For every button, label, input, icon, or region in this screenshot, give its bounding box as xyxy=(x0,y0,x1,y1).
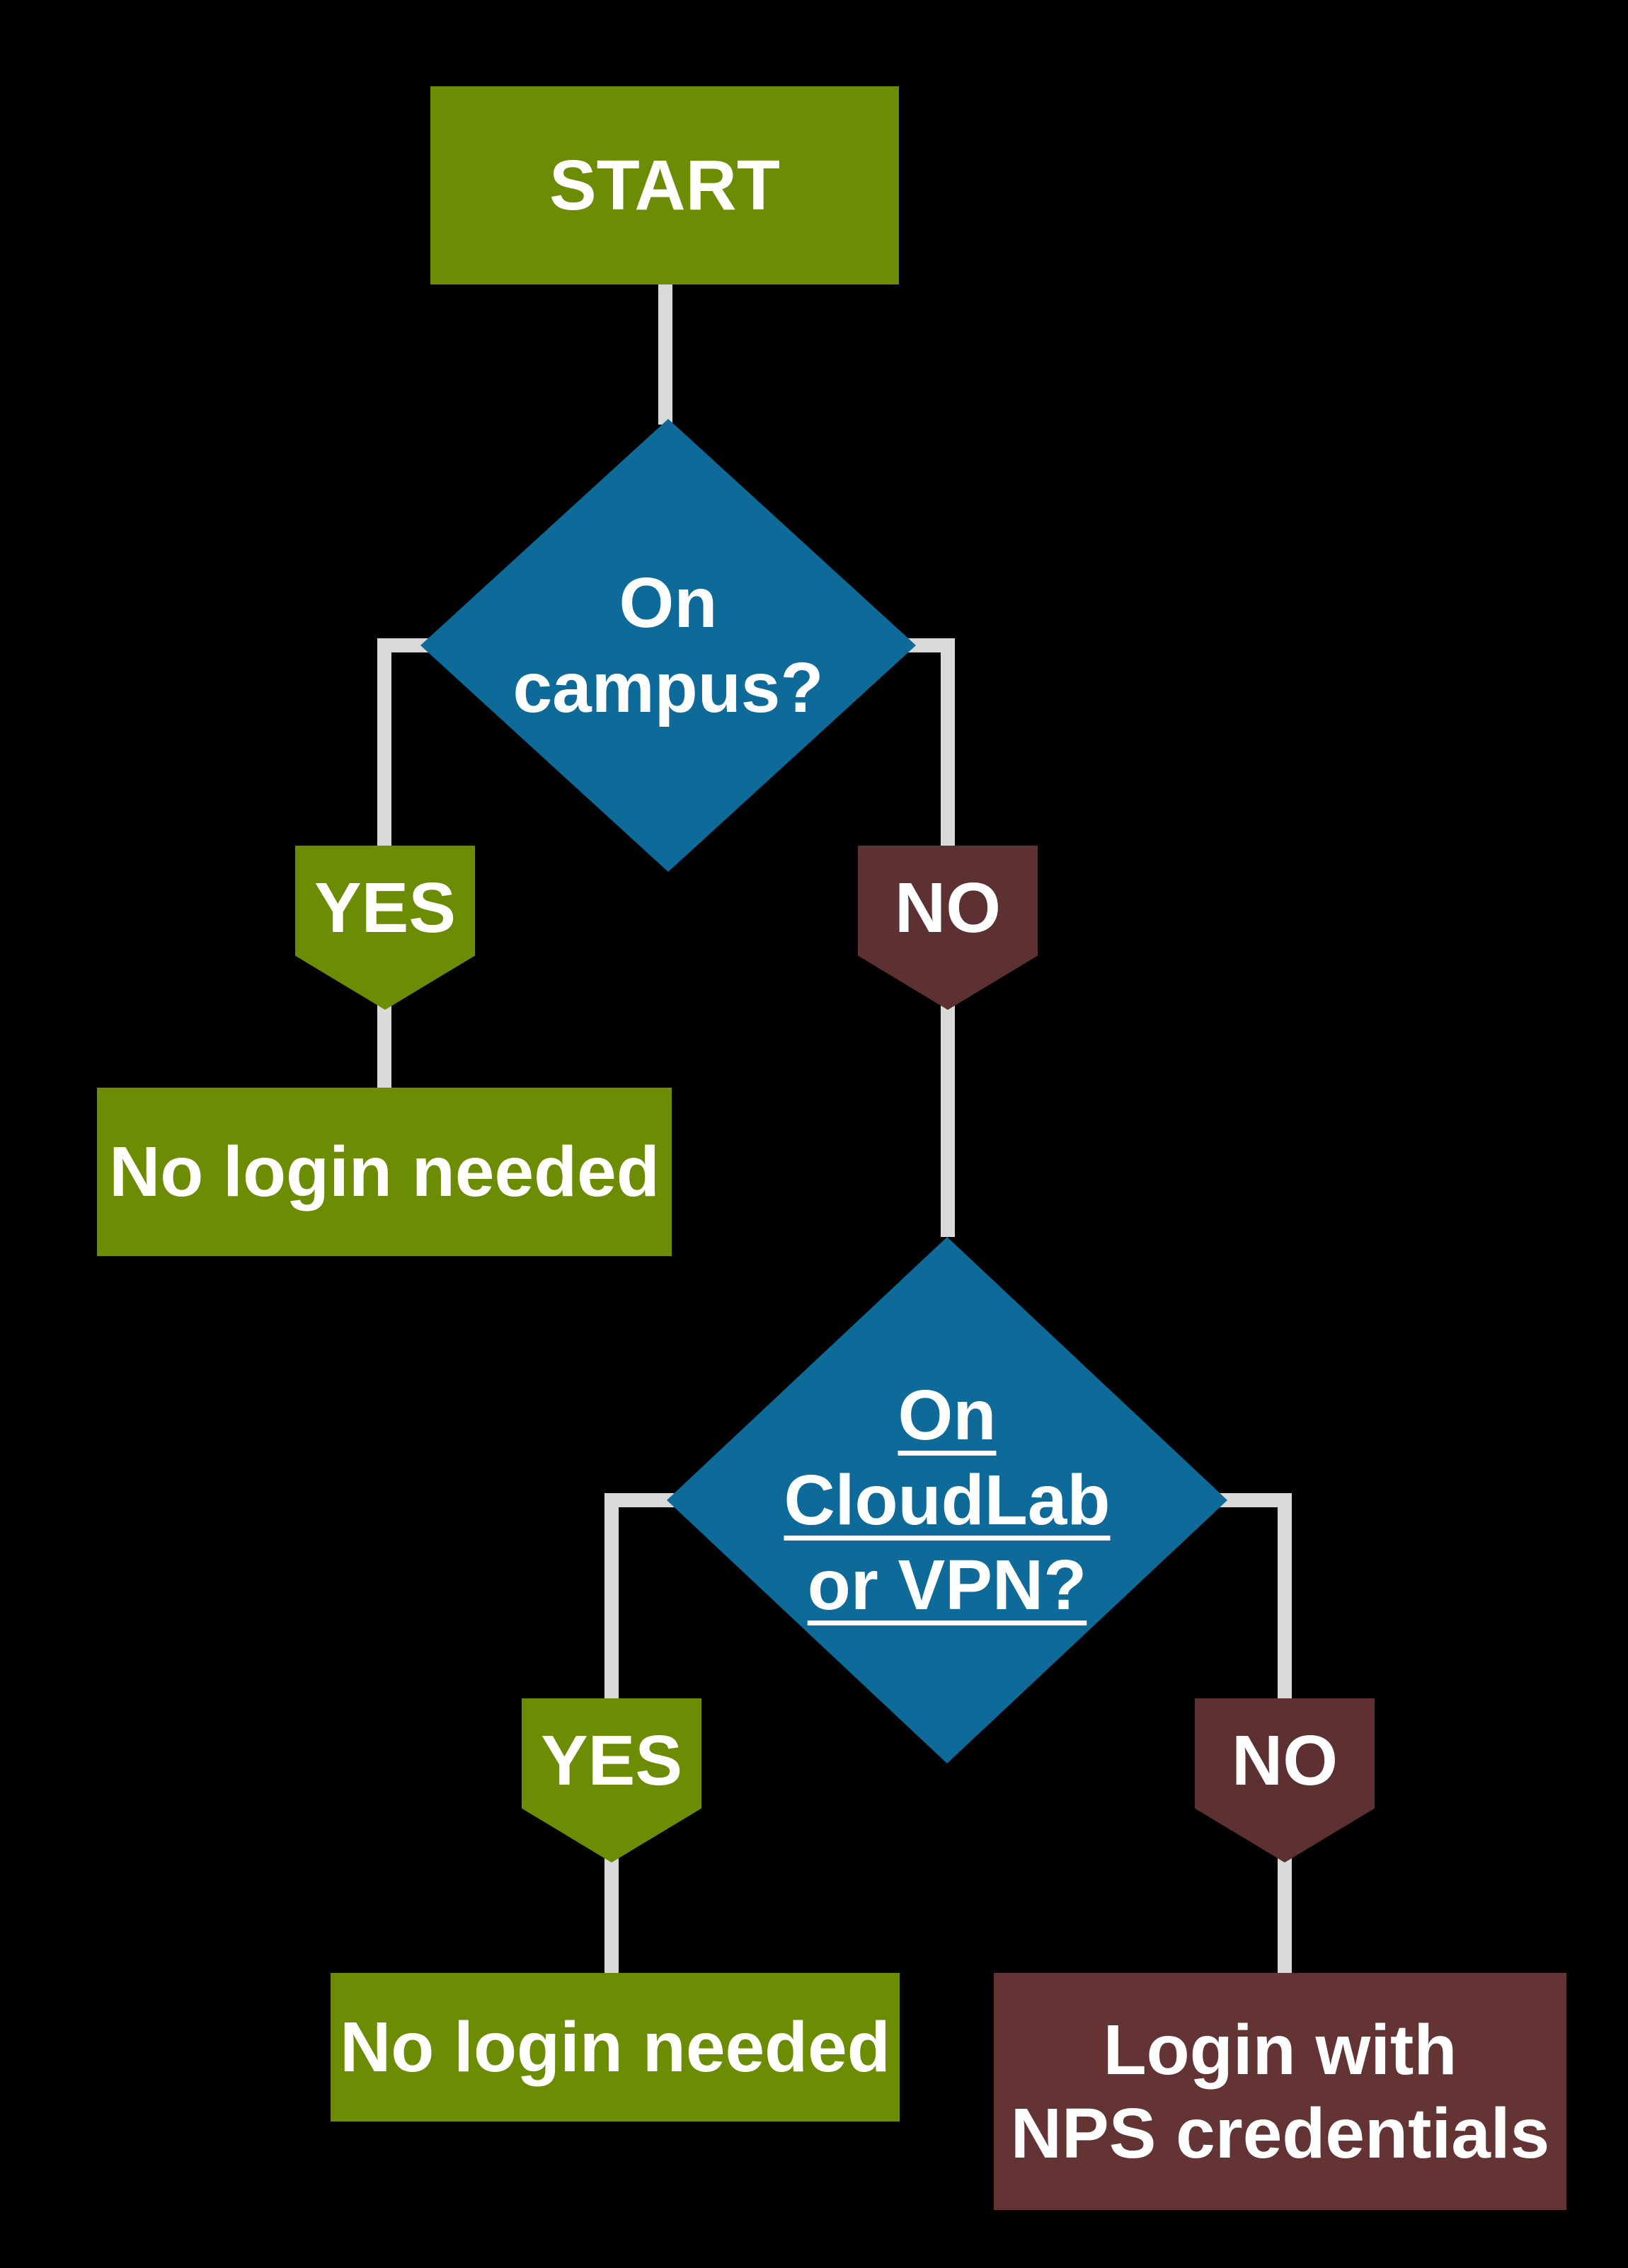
yes-badge-campus: YES xyxy=(295,846,475,1010)
decision-on-campus-label: On campus? xyxy=(512,560,823,730)
decision-on-campus-line2: campus? xyxy=(512,648,824,727)
no-badge-cloudlab-label: NO xyxy=(1232,1721,1338,1800)
result-no-login-cloudlab: No login needed xyxy=(331,1973,900,2122)
connector-start-to-campus xyxy=(658,283,672,425)
decision-cloudlab-vpn: On CloudLab or VPN? xyxy=(667,1237,1227,1763)
result-login-nps-line1: Login with xyxy=(1103,2010,1457,2090)
decision-on-campus: On campus? xyxy=(420,419,916,872)
no-badge-cloudlab: NO xyxy=(1195,1698,1375,1863)
yes-badge-cloudlab: YES xyxy=(522,1698,701,1863)
no-badge-campus: NO xyxy=(858,846,1038,1010)
yes-badge-cloudlab-label: YES xyxy=(540,1721,683,1800)
result-login-nps-label: Login with NPS credentials xyxy=(1011,2008,1549,2175)
decision-cloudlab-line1: On xyxy=(898,1376,997,1455)
decision-on-campus-line1: On xyxy=(619,563,718,643)
result-no-login-campus-label: No login needed xyxy=(109,1132,660,1211)
decision-cloudlab-line3: or VPN? xyxy=(807,1545,1087,1625)
decision-cloudlab-line2: CloudLab xyxy=(784,1461,1111,1540)
cloudlab-vpn-link[interactable]: On CloudLab or VPN? xyxy=(784,1373,1110,1628)
result-login-nps: Login with NPS credentials xyxy=(994,1973,1566,2210)
result-no-login-cloudlab-label: No login needed xyxy=(340,2008,890,2087)
start-label: START xyxy=(549,146,780,225)
no-badge-campus-label: NO xyxy=(895,868,1001,948)
result-no-login-campus: No login needed xyxy=(97,1088,672,1256)
result-login-nps-line2: NPS credentials xyxy=(1010,2093,1550,2173)
yes-badge-campus-label: YES xyxy=(314,868,457,948)
start-node: START xyxy=(430,86,899,284)
